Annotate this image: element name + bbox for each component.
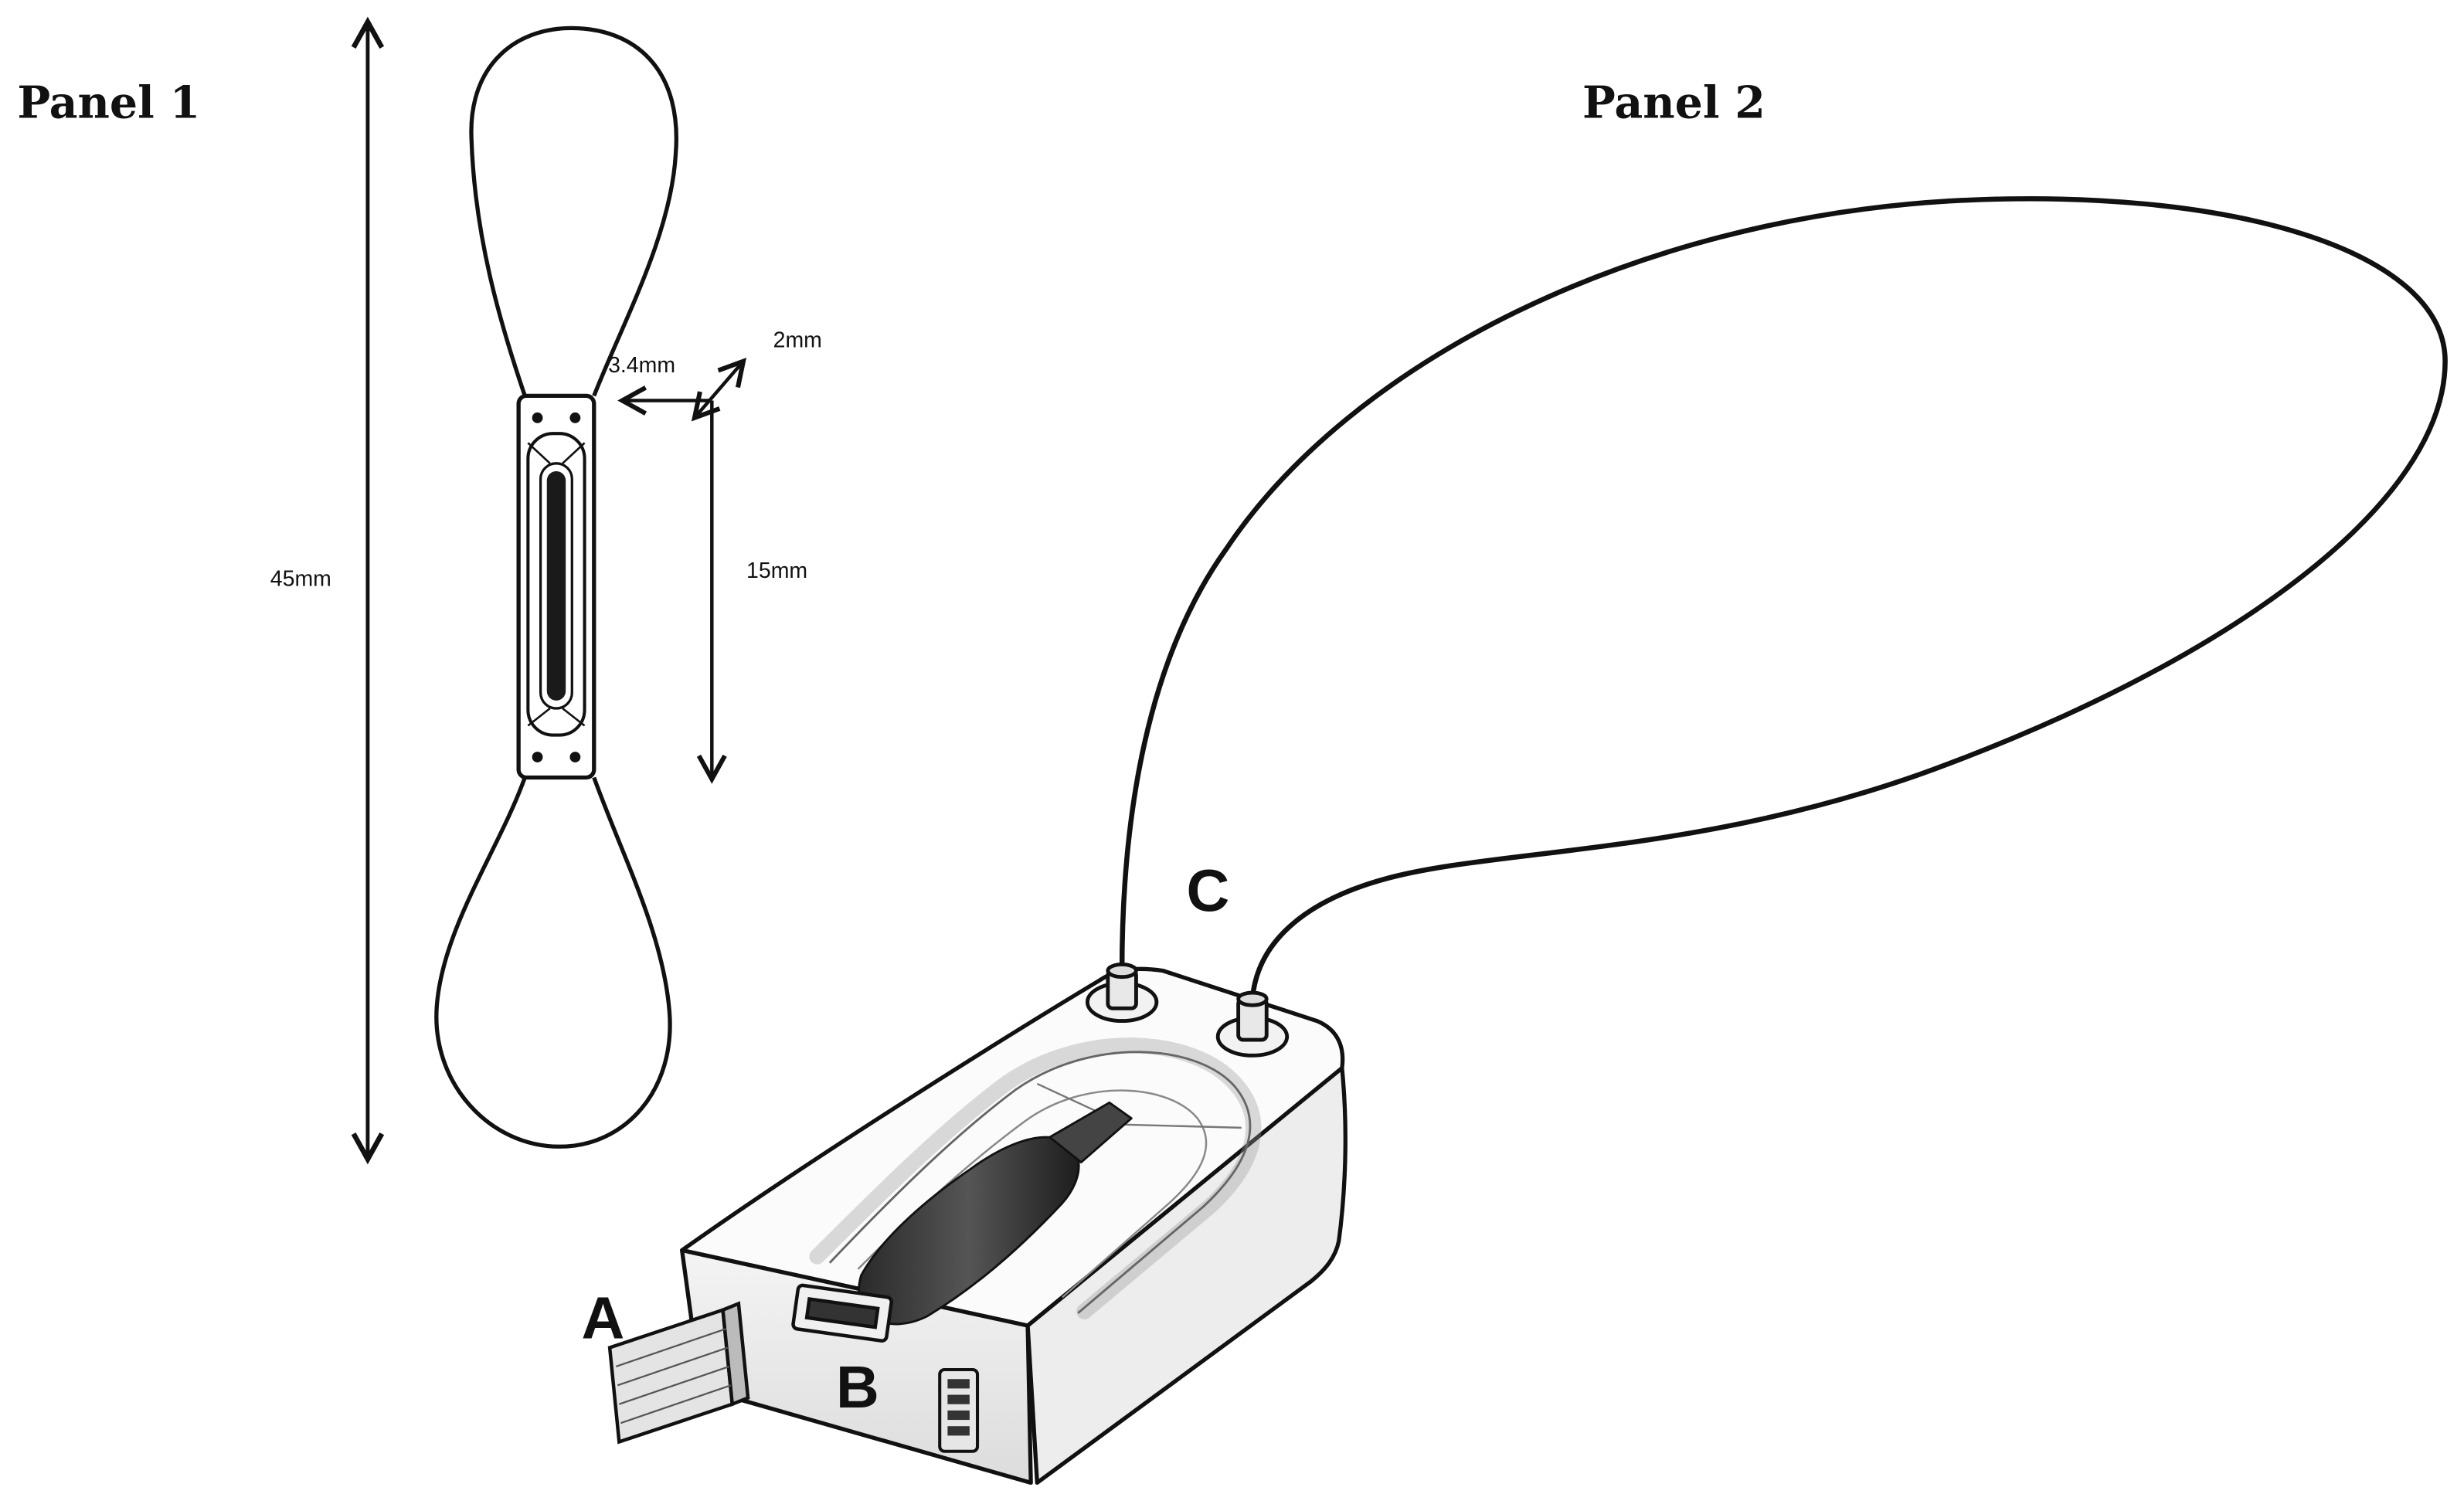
label-b: B [836, 1354, 879, 1421]
gauge-width-label: 3.4mm [608, 353, 675, 378]
dip-switch-block [938, 1367, 980, 1453]
cable-connector-left [1085, 962, 1159, 1024]
thickness-arrow [691, 357, 747, 422]
gauge-length-label: 15mm [746, 559, 807, 583]
thickness-label: 2mm [773, 328, 822, 352]
ribbon-connector [607, 1301, 750, 1445]
overall-length-label: 45mm [270, 566, 331, 591]
label-c: C [1187, 857, 1230, 924]
dogbone-specimen [434, 25, 678, 1149]
electrode-cable-loop [1119, 196, 2448, 1002]
cable-connector-right [1215, 990, 1290, 1058]
panel-1-title: Panel 1 [17, 78, 200, 129]
label-a: A [582, 1285, 625, 1351]
panel-2-title: Panel 2 [1582, 78, 1766, 129]
usb-port [791, 1283, 893, 1343]
